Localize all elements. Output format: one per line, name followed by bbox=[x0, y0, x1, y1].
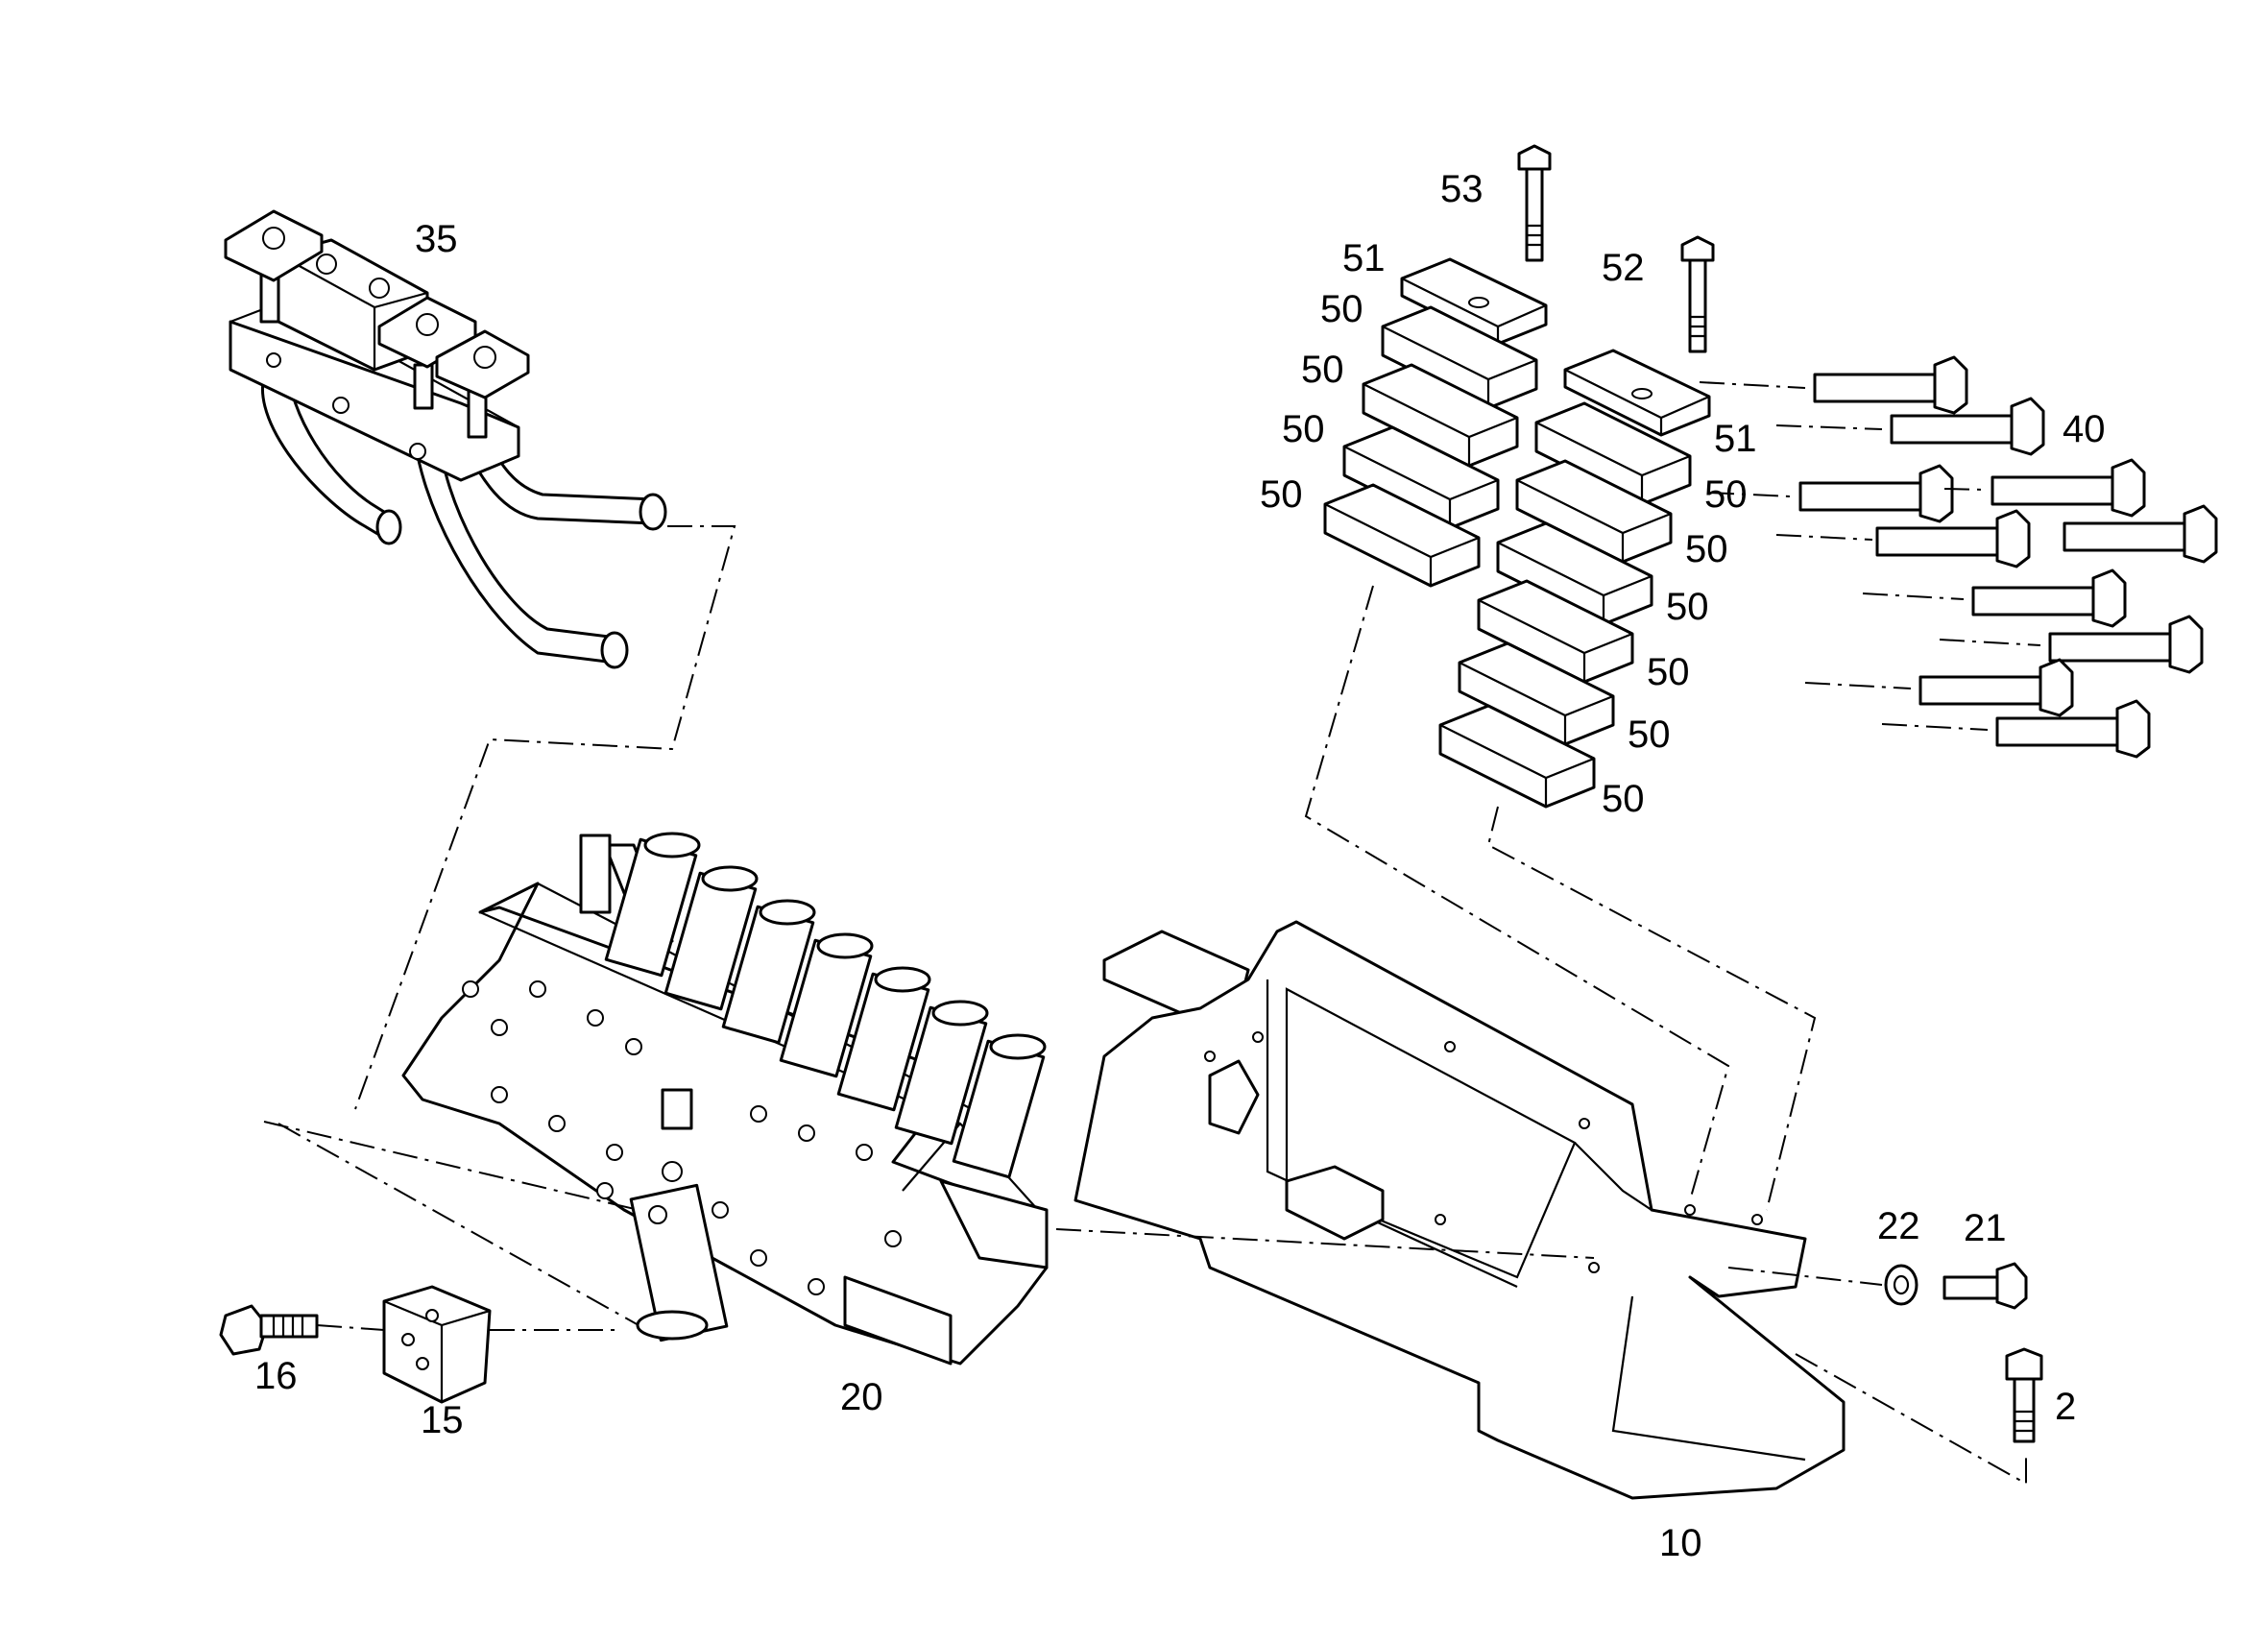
callout-21: 21 bbox=[1964, 1207, 2007, 1249]
callout-50-l1: 50 bbox=[1320, 288, 1363, 330]
callout-40: 40 bbox=[2063, 408, 2106, 450]
part-40-bolts: 40 bbox=[1798, 355, 2218, 759]
part-16-bolt: 16 bbox=[219, 1304, 319, 1397]
callout-53: 53 bbox=[1440, 168, 1484, 210]
callout-50-l2: 50 bbox=[1301, 349, 1344, 391]
part-53-bolt: 53 bbox=[1440, 144, 1552, 262]
callout-20: 20 bbox=[840, 1376, 883, 1418]
leader-lines bbox=[263, 381, 2041, 1486]
callout-50-r3: 50 bbox=[1666, 586, 1709, 628]
callout-51-left: 51 bbox=[1342, 237, 1386, 279]
part-35-manifold-assembly: 35 bbox=[224, 209, 667, 669]
part-20-control-valve: 20 bbox=[401, 832, 1049, 1418]
valve-cylinders bbox=[603, 832, 1047, 1179]
callout-50-r1: 50 bbox=[1704, 473, 1748, 516]
part-10-bracket: 10 bbox=[1074, 920, 1846, 1564]
callout-50-l3: 50 bbox=[1282, 408, 1325, 450]
part-15-block: 15 bbox=[382, 1285, 492, 1441]
part-22-washer: 22 bbox=[1877, 1205, 1920, 1306]
callout-15: 15 bbox=[421, 1399, 464, 1441]
callout-50-r2: 50 bbox=[1685, 528, 1728, 570]
callout-50-r5: 50 bbox=[1628, 713, 1671, 756]
callout-50-r4: 50 bbox=[1647, 651, 1690, 693]
callout-22: 22 bbox=[1877, 1205, 1920, 1247]
callout-35: 35 bbox=[415, 218, 458, 260]
callout-10: 10 bbox=[1659, 1522, 1702, 1564]
callout-16: 16 bbox=[254, 1355, 298, 1397]
callout-52: 52 bbox=[1602, 247, 1645, 289]
part-52-bolt: 52 bbox=[1602, 235, 1715, 353]
callout-50-r6: 50 bbox=[1602, 778, 1645, 820]
part-50-clamps-right-stack: 50 50 50 50 50 50 bbox=[1438, 401, 1748, 820]
part-50-clamps-left-stack: 50 50 50 50 bbox=[1260, 288, 1538, 588]
callout-50-l4: 50 bbox=[1260, 473, 1303, 516]
part-2-bolt: 2 bbox=[2005, 1347, 2076, 1443]
part-21-bolt: 21 bbox=[1942, 1207, 2028, 1310]
callout-2: 2 bbox=[2055, 1386, 2076, 1428]
part-51-plate-right: 51 bbox=[1563, 349, 1757, 460]
callout-51-right: 51 bbox=[1714, 418, 1757, 460]
port-holes bbox=[462, 980, 902, 1295]
